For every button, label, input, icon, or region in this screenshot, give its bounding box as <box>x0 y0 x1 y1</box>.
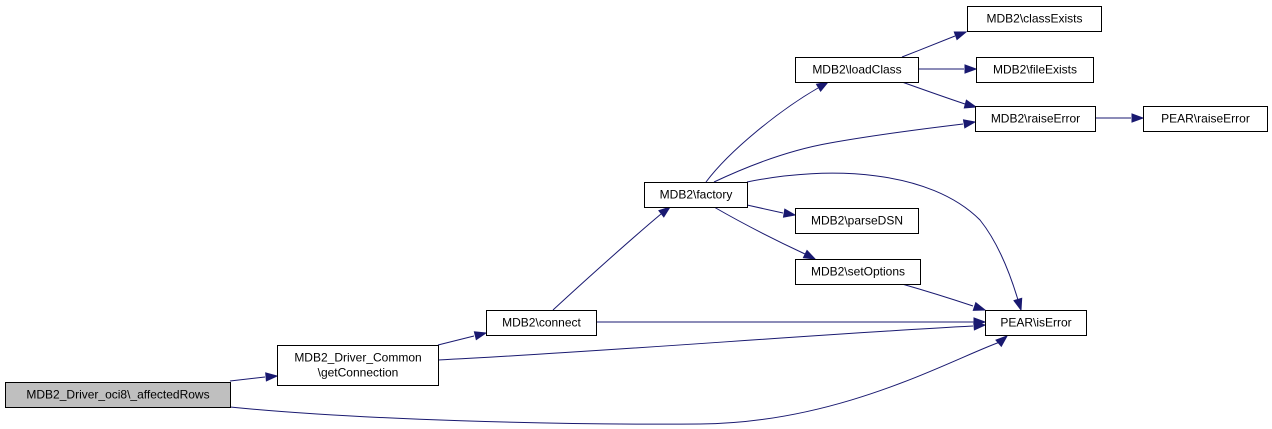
edge-line <box>437 335 475 346</box>
arrowhead <box>473 331 488 341</box>
node-label: MDB2_Driver_oci8\_affectedRows <box>26 388 209 402</box>
edge-line <box>713 206 806 255</box>
edge-connect-to-isError <box>596 317 987 327</box>
nodes: MDB2_Driver_oci8\_affectedRows MDB2_Drive… <box>5 6 1268 408</box>
node-isError[interactable]: PEAR\isError <box>985 310 1087 336</box>
node-classExists[interactable]: MDB2\classExists <box>967 6 1102 32</box>
node-pearRaiseError[interactable]: PEAR\raiseError <box>1143 106 1268 132</box>
arrowhead <box>658 206 672 218</box>
node-label: \getConnection <box>318 366 399 380</box>
edge-affectedRows-to-getConnection <box>229 372 279 382</box>
node-box <box>795 57 919 83</box>
edge-line <box>901 35 956 58</box>
node-fileExists[interactable]: MDB2\fileExists <box>976 57 1094 83</box>
arrowhead <box>815 81 830 92</box>
node-label: MDB2\connect <box>502 316 581 330</box>
edge-raiseError-to-pearRaiseError <box>1095 113 1145 123</box>
edge-line <box>746 204 784 214</box>
node-box <box>975 106 1096 132</box>
edge-factory-to-setOptions <box>713 206 817 260</box>
edge-line <box>229 341 1001 425</box>
edge-loadClass-to-fileExists <box>918 64 978 74</box>
arrowhead <box>1013 297 1023 312</box>
node-box <box>795 259 921 285</box>
edge-factory-to-loadClass <box>705 81 830 183</box>
arrowhead <box>973 317 987 327</box>
node-raiseError[interactable]: MDB2\raiseError <box>975 106 1096 132</box>
edge-loadClass-to-classExists <box>901 31 968 58</box>
arrowhead <box>265 372 279 382</box>
edge-line <box>746 172 1019 301</box>
edge-factory-to-raiseError <box>713 119 977 183</box>
edge-line <box>552 213 662 311</box>
node-parseDSN[interactable]: MDB2\parseDSN <box>795 208 919 234</box>
edge-line <box>901 283 974 307</box>
node-label: MDB2\fileExists <box>993 63 1077 77</box>
node-box <box>795 208 919 234</box>
node-box <box>1143 106 1268 132</box>
node-box <box>967 6 1102 32</box>
node-label: PEAR\raiseError <box>1161 112 1250 126</box>
arrowhead <box>964 64 978 74</box>
node-box <box>644 182 748 208</box>
node-label: PEAR\isError <box>1000 316 1071 330</box>
edge-connect-to-factory <box>552 206 672 311</box>
edge-loadClass-to-raiseError <box>901 81 978 109</box>
node-getConnection[interactable]: MDB2_Driver_Common\getConnection <box>277 345 439 386</box>
node-box <box>985 310 1087 336</box>
node-box <box>5 382 231 408</box>
edge-getConnection-to-connect <box>437 331 488 346</box>
arrowhead <box>953 31 968 41</box>
node-label: MDB2\parseDSN <box>811 214 903 228</box>
arrowhead <box>782 208 797 218</box>
arrowhead <box>802 249 817 260</box>
node-affectedRows[interactable]: MDB2_Driver_oci8\_affectedRows <box>5 382 231 408</box>
node-box <box>976 57 1094 83</box>
node-setOptions[interactable]: MDB2\setOptions <box>795 259 921 285</box>
edges <box>229 31 1145 425</box>
edge-line <box>705 87 819 183</box>
node-label: MDB2\classExists <box>986 12 1082 26</box>
node-connect[interactable]: MDB2\connect <box>486 310 597 336</box>
edge-line <box>229 376 266 382</box>
edge-setOptions-to-isError <box>901 283 987 311</box>
node-loadClass[interactable]: MDB2\loadClass <box>795 57 919 83</box>
arrowhead <box>995 335 1009 348</box>
node-box <box>486 310 597 336</box>
node-label: MDB2_Driver_Common <box>294 351 421 365</box>
edge-line <box>901 81 966 105</box>
node-label: MDB2\loadClass <box>812 63 901 77</box>
node-factory[interactable]: MDB2\factory <box>644 182 748 208</box>
arrowhead <box>1131 113 1145 123</box>
edge-factory-to-parseDSN <box>746 204 797 218</box>
edge-line <box>713 123 964 183</box>
node-label: MDB2\raiseError <box>991 112 1080 126</box>
node-box <box>277 345 439 386</box>
node-label: MDB2\setOptions <box>811 265 905 279</box>
arrowhead <box>972 301 987 311</box>
edge-factory-to-isError <box>746 172 1023 312</box>
arrowhead <box>962 119 977 129</box>
edge-line <box>437 325 974 361</box>
edge-affectedRows-to-isError <box>229 335 1009 425</box>
arrowhead <box>963 99 978 109</box>
node-label: MDB2\factory <box>660 188 733 202</box>
